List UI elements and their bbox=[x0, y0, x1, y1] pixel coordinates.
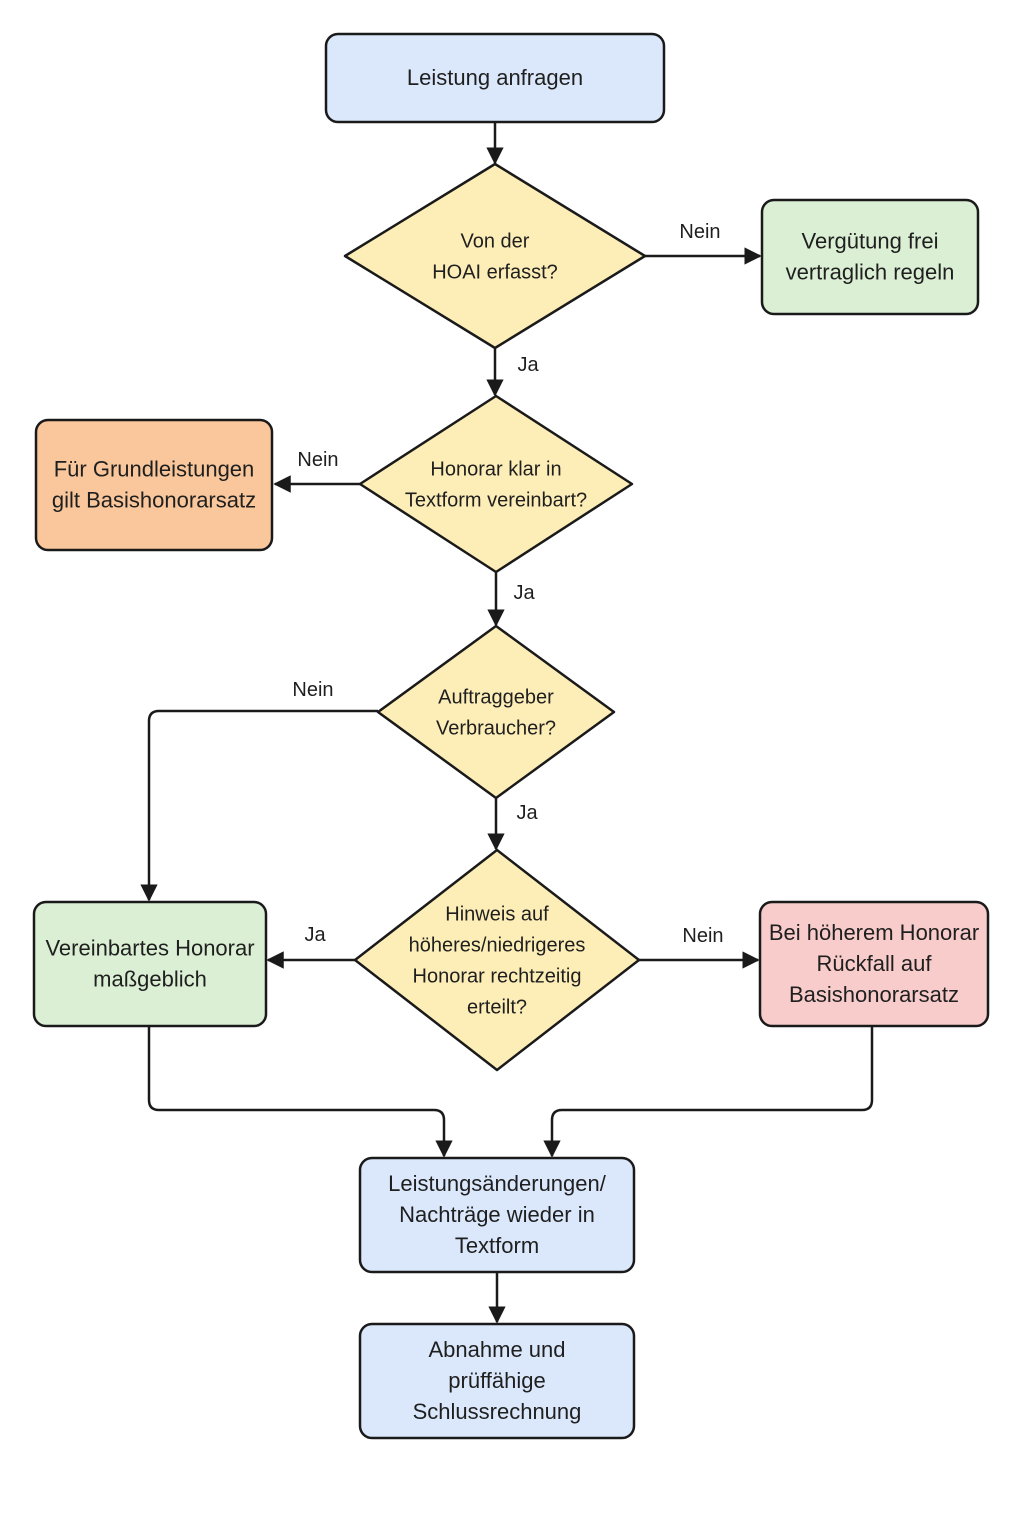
node-rueckfall-shape bbox=[758, 900, 990, 1028]
node-start-text-line: Leistung anfragen bbox=[407, 65, 583, 90]
node-abnahme-text-line: Abnahme und bbox=[429, 1337, 566, 1362]
node-q_hinweis-text-line: höheres/niedrigeres bbox=[409, 935, 586, 957]
edge-q_verbraucher-to-vereinbart bbox=[140, 709, 378, 902]
node-q_hinweis-text-line: Honorar rechtzeitig bbox=[413, 966, 582, 988]
node-start-shape bbox=[324, 32, 666, 124]
node-basis-shape bbox=[34, 418, 274, 552]
edge-vereinbart-to-aenderungen bbox=[147, 1026, 453, 1158]
edge-rueckfall-to-aenderungen bbox=[543, 1026, 874, 1158]
node-free: Vergütung frei vertraglich regeln bbox=[760, 198, 980, 316]
node-q_textform-text-line: Honorar klar in bbox=[430, 459, 561, 481]
node-rueckfall-text-line: Rückfall auf bbox=[817, 951, 933, 976]
node-rueckfall-text-line: Basishonorarsatz bbox=[789, 982, 959, 1007]
node-vereinbart-text-line: maßgeblich bbox=[93, 967, 207, 992]
node-q_verbraucher-shape bbox=[376, 624, 616, 800]
node-q_hoai-text-line: HOAI erfasst? bbox=[432, 262, 558, 284]
node-q_textform-text-line: Textform vereinbart? bbox=[405, 490, 587, 512]
node-abnahme-shape bbox=[358, 1322, 636, 1440]
node-aenderungen-text-line: Nachträge wieder in bbox=[399, 1202, 595, 1227]
node-q_hinweis-shape bbox=[353, 848, 641, 1072]
edge-label-q_verbraucher-to-q_hinweis: Ja bbox=[516, 802, 538, 824]
node-aenderungen: Leistungsänderungen/Nachträge wieder in T… bbox=[358, 1156, 636, 1274]
node-free-text-line: vertraglich regeln bbox=[786, 260, 955, 285]
edge-label-q_textform-to-q_verbraucher: Ja bbox=[513, 582, 535, 604]
node-vereinbart-shape bbox=[32, 900, 268, 1028]
node-basis-text-line: Für Grundleistungen bbox=[54, 457, 255, 482]
node-q_verbraucher-text-line: Auftraggeber bbox=[438, 687, 554, 709]
node-q_hoai-shape bbox=[343, 162, 647, 350]
node-aenderungen-shape bbox=[358, 1156, 636, 1274]
edge-label-q_hinweis-to-vereinbart: Ja bbox=[304, 924, 326, 946]
node-q_textform: Honorar klar in Textform vereinbart? bbox=[358, 394, 634, 574]
node-free-shape bbox=[760, 198, 980, 316]
node-aenderungen-text-line: Leistungsänderungen/ bbox=[388, 1171, 607, 1196]
node-q_verbraucher-text-line: Verbraucher? bbox=[436, 718, 556, 740]
edge-label-q_textform-to-basis: Nein bbox=[297, 449, 338, 471]
node-vereinbart: Vereinbartes Honorar maßgeblich bbox=[32, 900, 268, 1028]
node-basis: Für Grundleistungen gilt Basishonorarsatz bbox=[34, 418, 274, 552]
node-q_hoai-text-line: Von der bbox=[461, 231, 530, 253]
edge-label-q_hinweis-to-rueckfall: Nein bbox=[682, 925, 723, 947]
node-vereinbart-text-line: Vereinbartes Honorar bbox=[45, 936, 254, 961]
edges bbox=[140, 122, 874, 1324]
node-q_hinweis-text-line: Hinweis auf bbox=[445, 904, 549, 926]
node-basis-text-line: gilt Basishonorarsatz bbox=[52, 488, 256, 513]
edge-label-q_hoai-to-q_textform: Ja bbox=[517, 354, 539, 376]
edge-label-q_verbraucher-to-vereinbart: Nein bbox=[292, 679, 333, 701]
node-q_textform-shape bbox=[358, 394, 634, 574]
node-abnahme-text-line: Schlussrechnung bbox=[413, 1399, 582, 1424]
node-abnahme-text-line: prüffähige bbox=[448, 1368, 545, 1393]
node-free-text-line: Vergütung frei bbox=[802, 229, 939, 254]
edge-label-q_hoai-to-free: Nein bbox=[679, 221, 720, 243]
node-start: Leistung anfragen bbox=[324, 32, 666, 124]
node-q_hinweis-text-line: erteilt? bbox=[467, 997, 527, 1019]
node-rueckfall-text-line: Bei höherem Honorar bbox=[769, 920, 979, 945]
node-aenderungen-text-line: Textform bbox=[455, 1233, 539, 1258]
